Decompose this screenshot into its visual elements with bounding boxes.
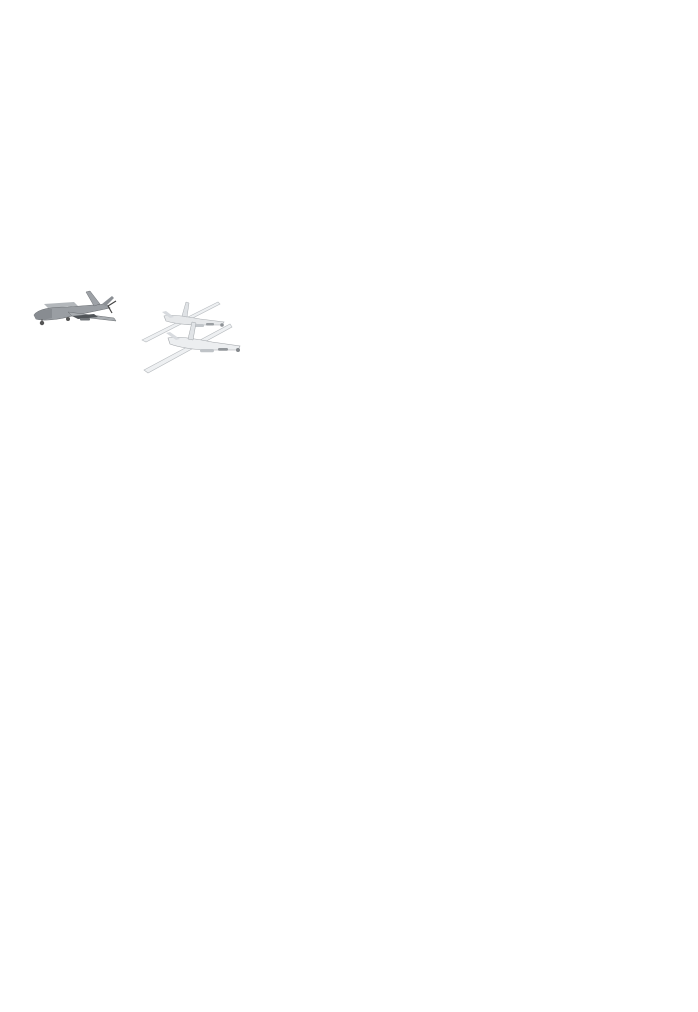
drone-sensor xyxy=(220,323,224,327)
drone-nose xyxy=(34,309,52,320)
drone-tail xyxy=(181,301,190,318)
drone-tail xyxy=(166,332,180,340)
drone-pod xyxy=(218,348,228,351)
drone-pod xyxy=(80,318,90,321)
drone-wheel xyxy=(39,320,45,326)
drone-icon xyxy=(28,282,124,332)
drone-tail xyxy=(162,311,174,318)
drone-sensor xyxy=(236,348,240,352)
drone-wing xyxy=(44,302,78,308)
drone-wheel xyxy=(66,317,70,321)
drone-icon xyxy=(140,296,226,344)
drone-pod xyxy=(206,323,214,326)
drone-icon xyxy=(143,321,241,374)
drone-icon xyxy=(33,290,117,326)
drone-wing-shadow xyxy=(72,314,98,319)
drone-icon xyxy=(142,318,242,374)
drone-tail xyxy=(102,296,114,306)
drone-pod xyxy=(200,349,214,353)
drone-tail xyxy=(187,321,197,341)
drone-propeller xyxy=(107,300,117,314)
drone-tail xyxy=(85,290,101,307)
drone-icon xyxy=(141,301,225,343)
